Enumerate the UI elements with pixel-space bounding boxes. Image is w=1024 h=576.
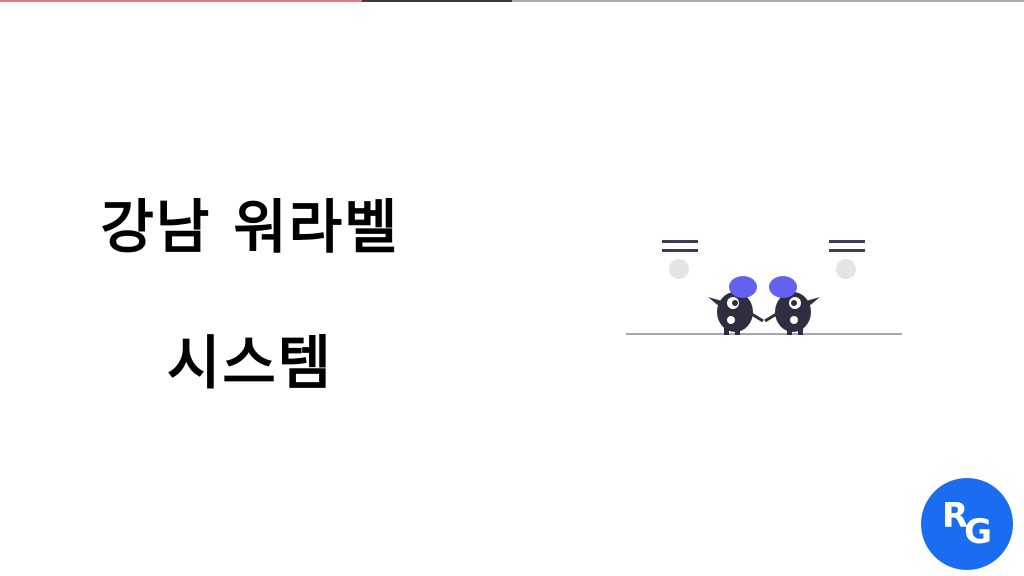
progress-remaining [512, 0, 1024, 2]
left-character-icon [708, 276, 764, 335]
logo-letter-r: R [941, 496, 969, 536]
slide-title-line2: 시스템 [166, 329, 334, 397]
progress-buffered [362, 0, 512, 2]
slide-title-line1: 강남 워라벨 [100, 193, 400, 261]
right-character-icon [764, 276, 820, 335]
video-progress-bar[interactable] [0, 0, 1024, 2]
progress-played [0, 0, 362, 2]
logo-letter-g: G [964, 512, 993, 552]
rg-channel-logo: R G [921, 478, 1013, 570]
left-text-lines-icon [662, 240, 698, 252]
right-text-lines-icon [829, 240, 865, 252]
characters-illustration [626, 240, 902, 335]
right-gray-dot-icon [836, 259, 856, 279]
left-gray-dot-icon [669, 259, 689, 279]
